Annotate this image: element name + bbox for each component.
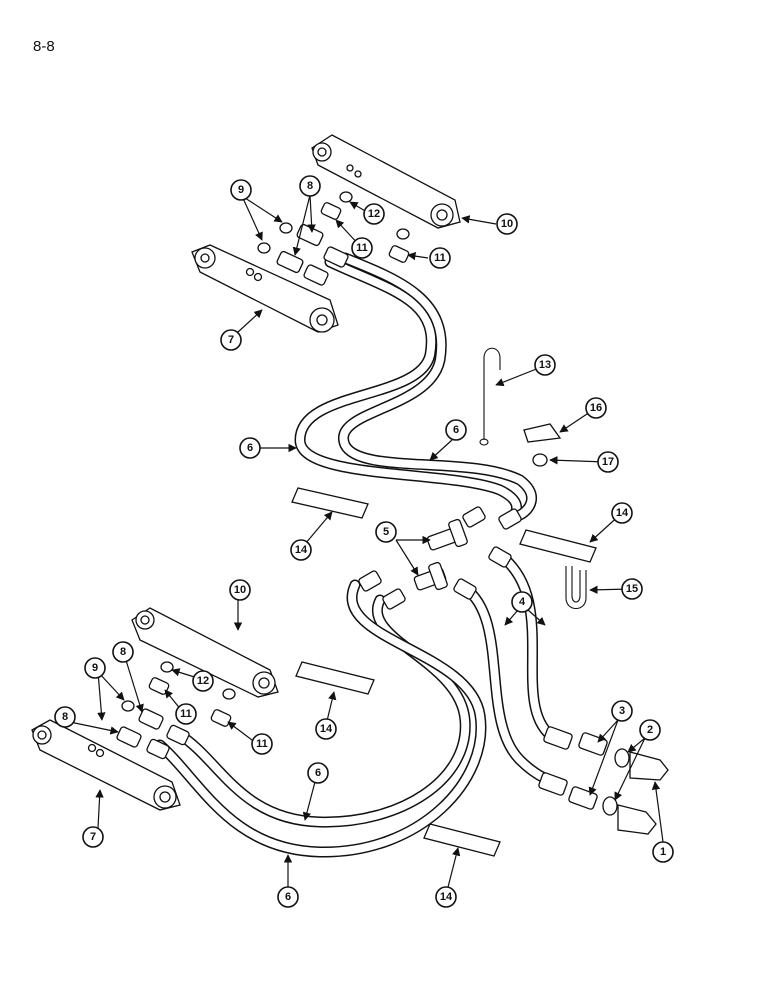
callout-6-b: 6: [445, 419, 467, 441]
callout-10-a: 10: [496, 213, 518, 235]
callout-14-c: 14: [611, 502, 633, 524]
svg-text:5: 5: [383, 526, 389, 538]
svg-text:6: 6: [315, 767, 321, 779]
svg-text:9: 9: [92, 662, 98, 674]
svg-text:1: 1: [660, 846, 666, 858]
u-bolt: [565, 566, 587, 610]
callout-11-c: 11: [175, 703, 197, 725]
callout-15: 15: [621, 578, 643, 600]
svg-text:14: 14: [295, 544, 308, 556]
svg-text:4: 4: [519, 596, 526, 608]
callout-9-b: 9: [84, 657, 106, 679]
callout-10-b: 10: [229, 579, 251, 601]
callout-8-b: 8: [112, 641, 134, 663]
callout-7-a: 7: [220, 329, 242, 351]
svg-text:2: 2: [647, 724, 653, 736]
svg-text:17: 17: [602, 456, 614, 468]
callout-2: 2: [639, 719, 661, 741]
callout-17: 17: [597, 451, 619, 473]
quick-couplers: [538, 726, 669, 835]
callout-16: 16: [585, 397, 607, 419]
tee-fittings: [358, 506, 522, 610]
svg-text:14: 14: [616, 507, 629, 519]
callout-14-a: 14: [290, 539, 312, 561]
callout-12-b: 12: [192, 670, 214, 692]
svg-text:8: 8: [120, 646, 126, 658]
svg-text:6: 6: [285, 891, 291, 903]
svg-text:11: 11: [356, 242, 368, 254]
clamp: [523, 423, 562, 443]
callout-12-a: 12: [363, 203, 385, 225]
svg-text:11: 11: [180, 708, 192, 720]
svg-text:10: 10: [501, 218, 513, 230]
cylinder-upper-right: [311, 134, 461, 229]
svg-text:11: 11: [434, 252, 446, 264]
callout-4: 4: [511, 591, 533, 613]
callout-11-d: 11: [251, 733, 273, 755]
page-title: 8-8: [33, 38, 55, 55]
cylinder-lower-right: [131, 607, 279, 698]
upper-fittings: [257, 191, 410, 286]
svg-text:14: 14: [320, 723, 333, 735]
callout-5: 5: [375, 521, 397, 543]
callout-7-b: 7: [82, 826, 104, 848]
callout-3: 3: [611, 700, 633, 722]
callout-14-d: 14: [435, 886, 457, 908]
callout-6-d: 6: [277, 886, 299, 908]
cylinder-upper-left: [191, 244, 339, 333]
svg-text:16: 16: [590, 402, 602, 414]
lower-hose-pair: [154, 579, 487, 858]
callout-1: 1: [652, 841, 674, 863]
callout-8-a: 8: [299, 175, 321, 197]
callout-14-b: 14: [315, 718, 337, 740]
svg-text:7: 7: [90, 831, 96, 843]
svg-text:8: 8: [307, 180, 313, 192]
svg-text:12: 12: [197, 675, 209, 687]
svg-text:15: 15: [626, 583, 638, 595]
svg-text:13: 13: [539, 359, 551, 371]
svg-text:7: 7: [228, 334, 234, 346]
cylinder-lower-left: [31, 719, 181, 811]
callout-6-a: 6: [239, 437, 261, 459]
svg-text:14: 14: [440, 891, 453, 903]
svg-text:8: 8: [62, 711, 68, 723]
callout-11-a: 11: [351, 237, 373, 259]
callout-8-c: 8: [54, 706, 76, 728]
svg-text:11: 11: [256, 738, 268, 750]
cap: [532, 453, 548, 467]
brackets: [291, 487, 597, 857]
callout-11-b: 11: [429, 247, 451, 269]
svg-text:9: 9: [238, 184, 244, 196]
wire-clip: [479, 347, 501, 446]
callout-13: 13: [534, 354, 556, 376]
svg-text:3: 3: [619, 705, 625, 717]
callout-9-a: 9: [230, 179, 252, 201]
coupler-hoses: [459, 549, 556, 786]
svg-text:12: 12: [368, 208, 380, 220]
upper-hose-pair: [294, 252, 537, 526]
callout-6-c: 6: [307, 762, 329, 784]
svg-text:10: 10: [234, 584, 246, 596]
svg-text:6: 6: [247, 442, 253, 454]
svg-text:6: 6: [453, 424, 459, 436]
